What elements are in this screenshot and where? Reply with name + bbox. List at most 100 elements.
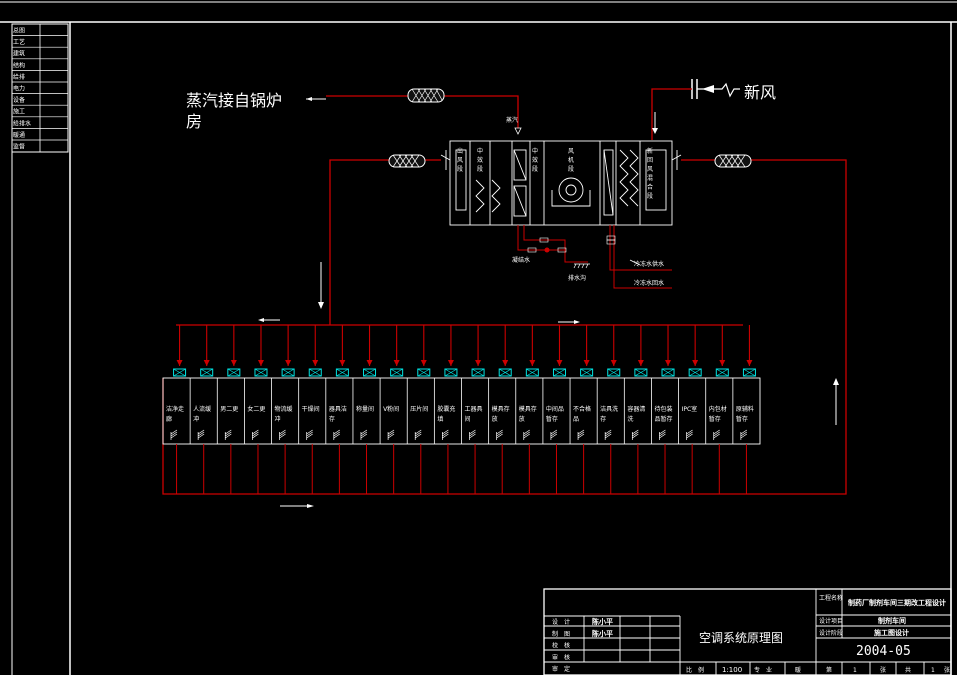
hepa-outlet: [498, 368, 512, 377]
hepa-outlet-cross: [499, 368, 512, 377]
drawing-date: 2004-05: [856, 644, 911, 659]
role-label: 制 图: [552, 630, 570, 638]
supply-branch-arrow: [529, 360, 536, 366]
return-grille: [224, 429, 232, 440]
room-name-line1: IPC室: [682, 405, 698, 413]
signature-rows: 设 计陈小平制 图陈小平校 核审 核审 定: [552, 617, 613, 673]
total-label: 共: [905, 666, 911, 674]
stamp-row-label: 施工: [13, 108, 25, 116]
duct-loop: [162, 154, 847, 508]
room-name-line2: 放: [492, 415, 498, 423]
return-grille: [577, 429, 585, 440]
hepa-outlet-cross: [661, 368, 675, 377]
design-item-label: 设计项目: [819, 617, 843, 625]
supply-branch-arrow: [583, 360, 590, 366]
supply-branch-arrow: [257, 360, 264, 366]
stamp-row-label: 结构: [13, 61, 25, 69]
room-name-line1: 容器清: [627, 405, 645, 413]
role-signature: 陈小平: [592, 617, 613, 626]
steam-pipe: 蒸汽接自锅炉 房 蒸汽: [186, 88, 522, 135]
role-label: 校 核: [552, 642, 570, 650]
scale-label: 比 例: [686, 666, 704, 674]
ahu-section-char: 风: [457, 157, 463, 164]
ahu-section-label-s2: 中效段: [477, 147, 483, 173]
room-cell: 称量间: [352, 325, 377, 494]
ahu-section-char: 出: [457, 147, 463, 155]
title-block: [543, 588, 952, 675]
room-name-line2: 存: [329, 415, 335, 423]
hepa-outlet: [281, 368, 295, 377]
total-number: 1: [931, 667, 935, 674]
ahu-section-char: 混: [647, 174, 653, 182]
return-grille: [360, 429, 368, 440]
room-cell: 压片间: [406, 325, 431, 494]
hepa-outlet: [227, 368, 241, 377]
return-grille: [333, 429, 341, 440]
ahu-section-char: 段: [532, 165, 538, 173]
design-phase-value: 施工图设计: [874, 628, 909, 637]
role-label: 设 计: [552, 618, 570, 626]
ahu-section-label-s3: 中效段: [532, 147, 538, 173]
hepa-outlet-cross: [336, 368, 349, 377]
room-name-line1: 原辅料: [736, 405, 754, 413]
discipline-label: 专 业: [754, 666, 772, 674]
steam-source-label-line2: 房: [186, 112, 202, 131]
project-name-label: 工程名称: [819, 594, 843, 602]
supply-branch-arrow: [692, 360, 699, 366]
hepa-outlet: [254, 368, 268, 377]
hepa-outlet: [525, 368, 539, 377]
ahu-section-label-s1: 出风段: [457, 147, 463, 173]
hepa-outlet-cross: [309, 368, 322, 377]
return-grille: [496, 429, 503, 440]
drawing-title: 空调系统原理图: [699, 631, 783, 645]
room-name-line1: 胶囊充: [437, 405, 455, 413]
supply-branch-arrow: [176, 360, 183, 366]
role-label: 审 定: [552, 665, 570, 673]
stamp-row-label: 建筑: [13, 50, 25, 58]
return-grille: [550, 429, 558, 440]
room-name-line2: 存: [600, 415, 606, 423]
stamp-row-label: 给排: [13, 73, 25, 81]
room-name-line1: 洁具洗: [600, 405, 618, 413]
room-name-line1: 内包材: [709, 405, 727, 413]
room-name-line1: 洁净走: [166, 405, 184, 413]
hepa-outlet-cross: [444, 368, 458, 377]
room-name-line2: 暂存: [736, 415, 748, 423]
ahu-section-char: 效: [532, 156, 538, 164]
steam-pipe-tag: 蒸汽: [506, 116, 518, 124]
return-grille: [197, 429, 205, 440]
hepa-outlet-cross: [607, 368, 620, 377]
role-signature: 陈小平: [592, 629, 613, 638]
room-name-line1: 中间品: [546, 405, 564, 413]
return-grille: [387, 429, 395, 440]
supply-branch-arrow: [285, 360, 292, 366]
chw-supply-label: 冷冻水供水: [634, 260, 664, 268]
total-unit: 张: [944, 666, 950, 674]
ahu-section-label-s4: 风机段: [568, 148, 574, 173]
supply-branch-arrow: [502, 360, 509, 366]
room-name-line2: 洗: [627, 415, 633, 423]
hepa-outlet: [634, 368, 648, 377]
design-item-value: 制剂车间: [878, 616, 906, 625]
scale-value: 1:100: [722, 666, 742, 674]
supply-branch-arrow: [420, 360, 427, 366]
room-name-line2: 冲: [275, 415, 281, 423]
sheet-unit: 张: [880, 666, 886, 674]
hepa-outlet-cross: [743, 368, 756, 377]
hepa-outlet-cross: [526, 368, 539, 377]
hepa-outlet-cross: [173, 368, 186, 377]
room-name-line1: 女二更: [247, 405, 265, 413]
return-grille: [279, 429, 286, 440]
hepa-outlet-cross: [227, 368, 241, 377]
supply-branch-arrow: [746, 360, 753, 366]
